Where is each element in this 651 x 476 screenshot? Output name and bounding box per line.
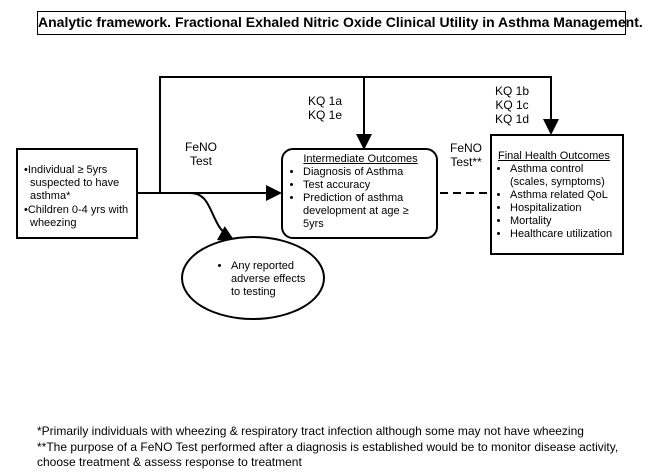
intermediate-outcomes-header: Intermediate Outcomes [303,153,418,165]
diagram-title: Analytic framework. Fractional Exhaled N… [37,11,643,35]
arrow-to-final-top [364,76,559,135]
adverse-effects-ellipse: Any reported adverse effects to testing [181,236,325,320]
final-item: Asthma related QoL [510,189,618,202]
intermediate-item: Diagnosis of Asthma [303,166,430,179]
intermediate-item: Prediction of asthma development at age … [303,192,430,231]
intermediate-outcomes-box: Intermediate Outcomes Diagnosis of Asthm… [281,148,438,239]
footnote-2: **The purpose of a FeNO Test performed a… [37,440,619,454]
arrow-to-adverse-effects [189,192,235,241]
final-item: Hospitalization [510,202,618,215]
arrow-to-intermediate-top [159,76,372,193]
final-item: Mortality [510,215,618,228]
final-item: Asthma control (scales, symptoms) [510,163,618,189]
footnote-1: *Primarily individuals with wheezing & r… [37,424,584,438]
population-box: •Individual ≥ 5yrs suspected to have ast… [16,148,138,239]
final-outcomes-box: Final Health Outcomes Asthma control (sc… [490,134,624,255]
footnote-3: choose treatment & assess response to tr… [37,455,302,469]
kq-final-label: KQ 1b KQ 1c KQ 1d [494,84,530,126]
population-item-2: •Children 0-4 yrs with wheezing [24,204,129,229]
intermediate-item: Test accuracy [303,179,430,192]
adverse-effects-item: Any reported adverse effects to testing [231,260,315,299]
feno-test-label-1: FeNO Test [184,140,217,168]
feno-test-label-2: FeNO Test** [449,141,482,169]
final-outcomes-header: Final Health Outcomes [498,150,610,162]
population-item-1: •Individual ≥ 5yrs suspected to have ast… [24,164,120,202]
kq-intermediate-label: KQ 1a KQ 1e [307,94,343,122]
final-item: Healthcare utilization [510,228,618,241]
